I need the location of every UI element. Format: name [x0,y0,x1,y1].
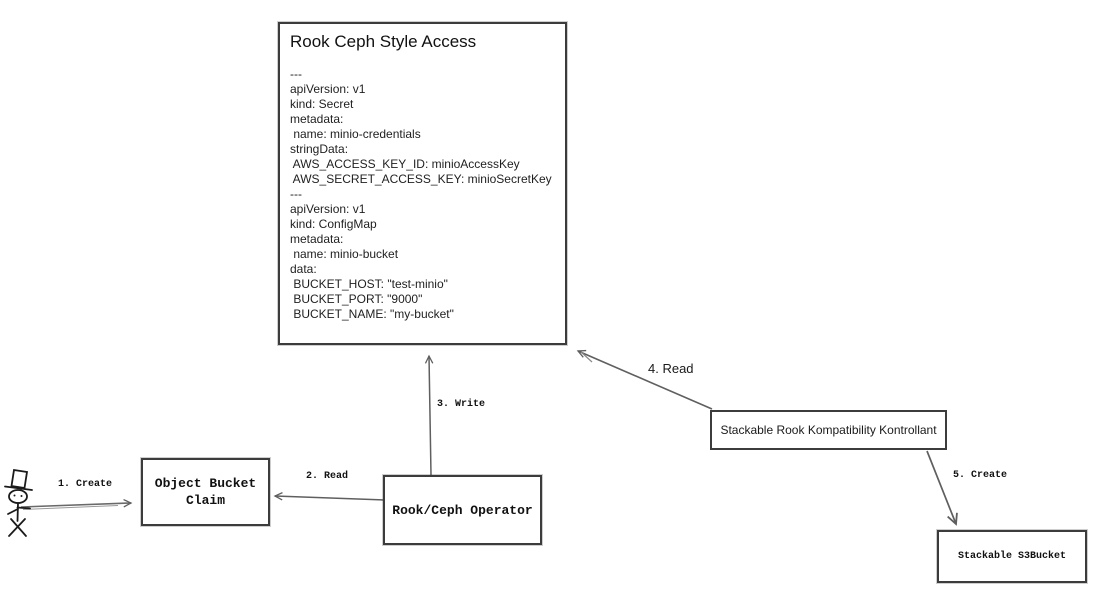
rook-ceph-operator-node: Rook/Ceph Operator [383,475,542,545]
edge-label-read-secret: 4. Read [648,361,694,376]
object-bucket-claim-node: Object Bucket Claim [141,458,270,526]
arrow-read-obc [273,492,385,501]
node-label: Rook/Ceph Operator [392,502,533,518]
arrow-create-obc-sketch-line [22,505,119,510]
arrow-write-secret [424,354,434,476]
rook-ceph-style-access-node: Rook Ceph Style Access --- apiVersion: v… [278,22,567,345]
node-title: Rook Ceph Style Access [290,32,477,51]
edge-label-create-s3bucket: 5. Create [953,470,1008,481]
edge-label-write-secret: 3. Write [437,399,486,410]
edge-label-create-obc: 1. Create [58,479,113,490]
stackable-rook-kompatibility-kontrollant-node: Stackable Rook Kompatibility Kontrollant [710,410,947,450]
yaml-manifest-text: --- apiVersion: v1 kind: Secret metadata… [290,67,552,321]
arrow-create-obc [20,499,133,508]
arrow-read-secret [576,349,713,410]
edge-label-read-obc: 2. Read [306,471,349,482]
arrow-read-secret-sketch-tick [580,351,593,363]
user-stick-figure-icon [4,468,33,537]
arrow-create-s3bucket [926,450,956,524]
node-label: Stackable S3Bucket [957,551,1067,562]
node-label: Object Bucket Claim [154,476,257,508]
stackable-s3bucket-node: Stackable S3Bucket [937,530,1087,583]
node-label: Stackable Rook Kompatibility Kontrollant [720,423,937,437]
